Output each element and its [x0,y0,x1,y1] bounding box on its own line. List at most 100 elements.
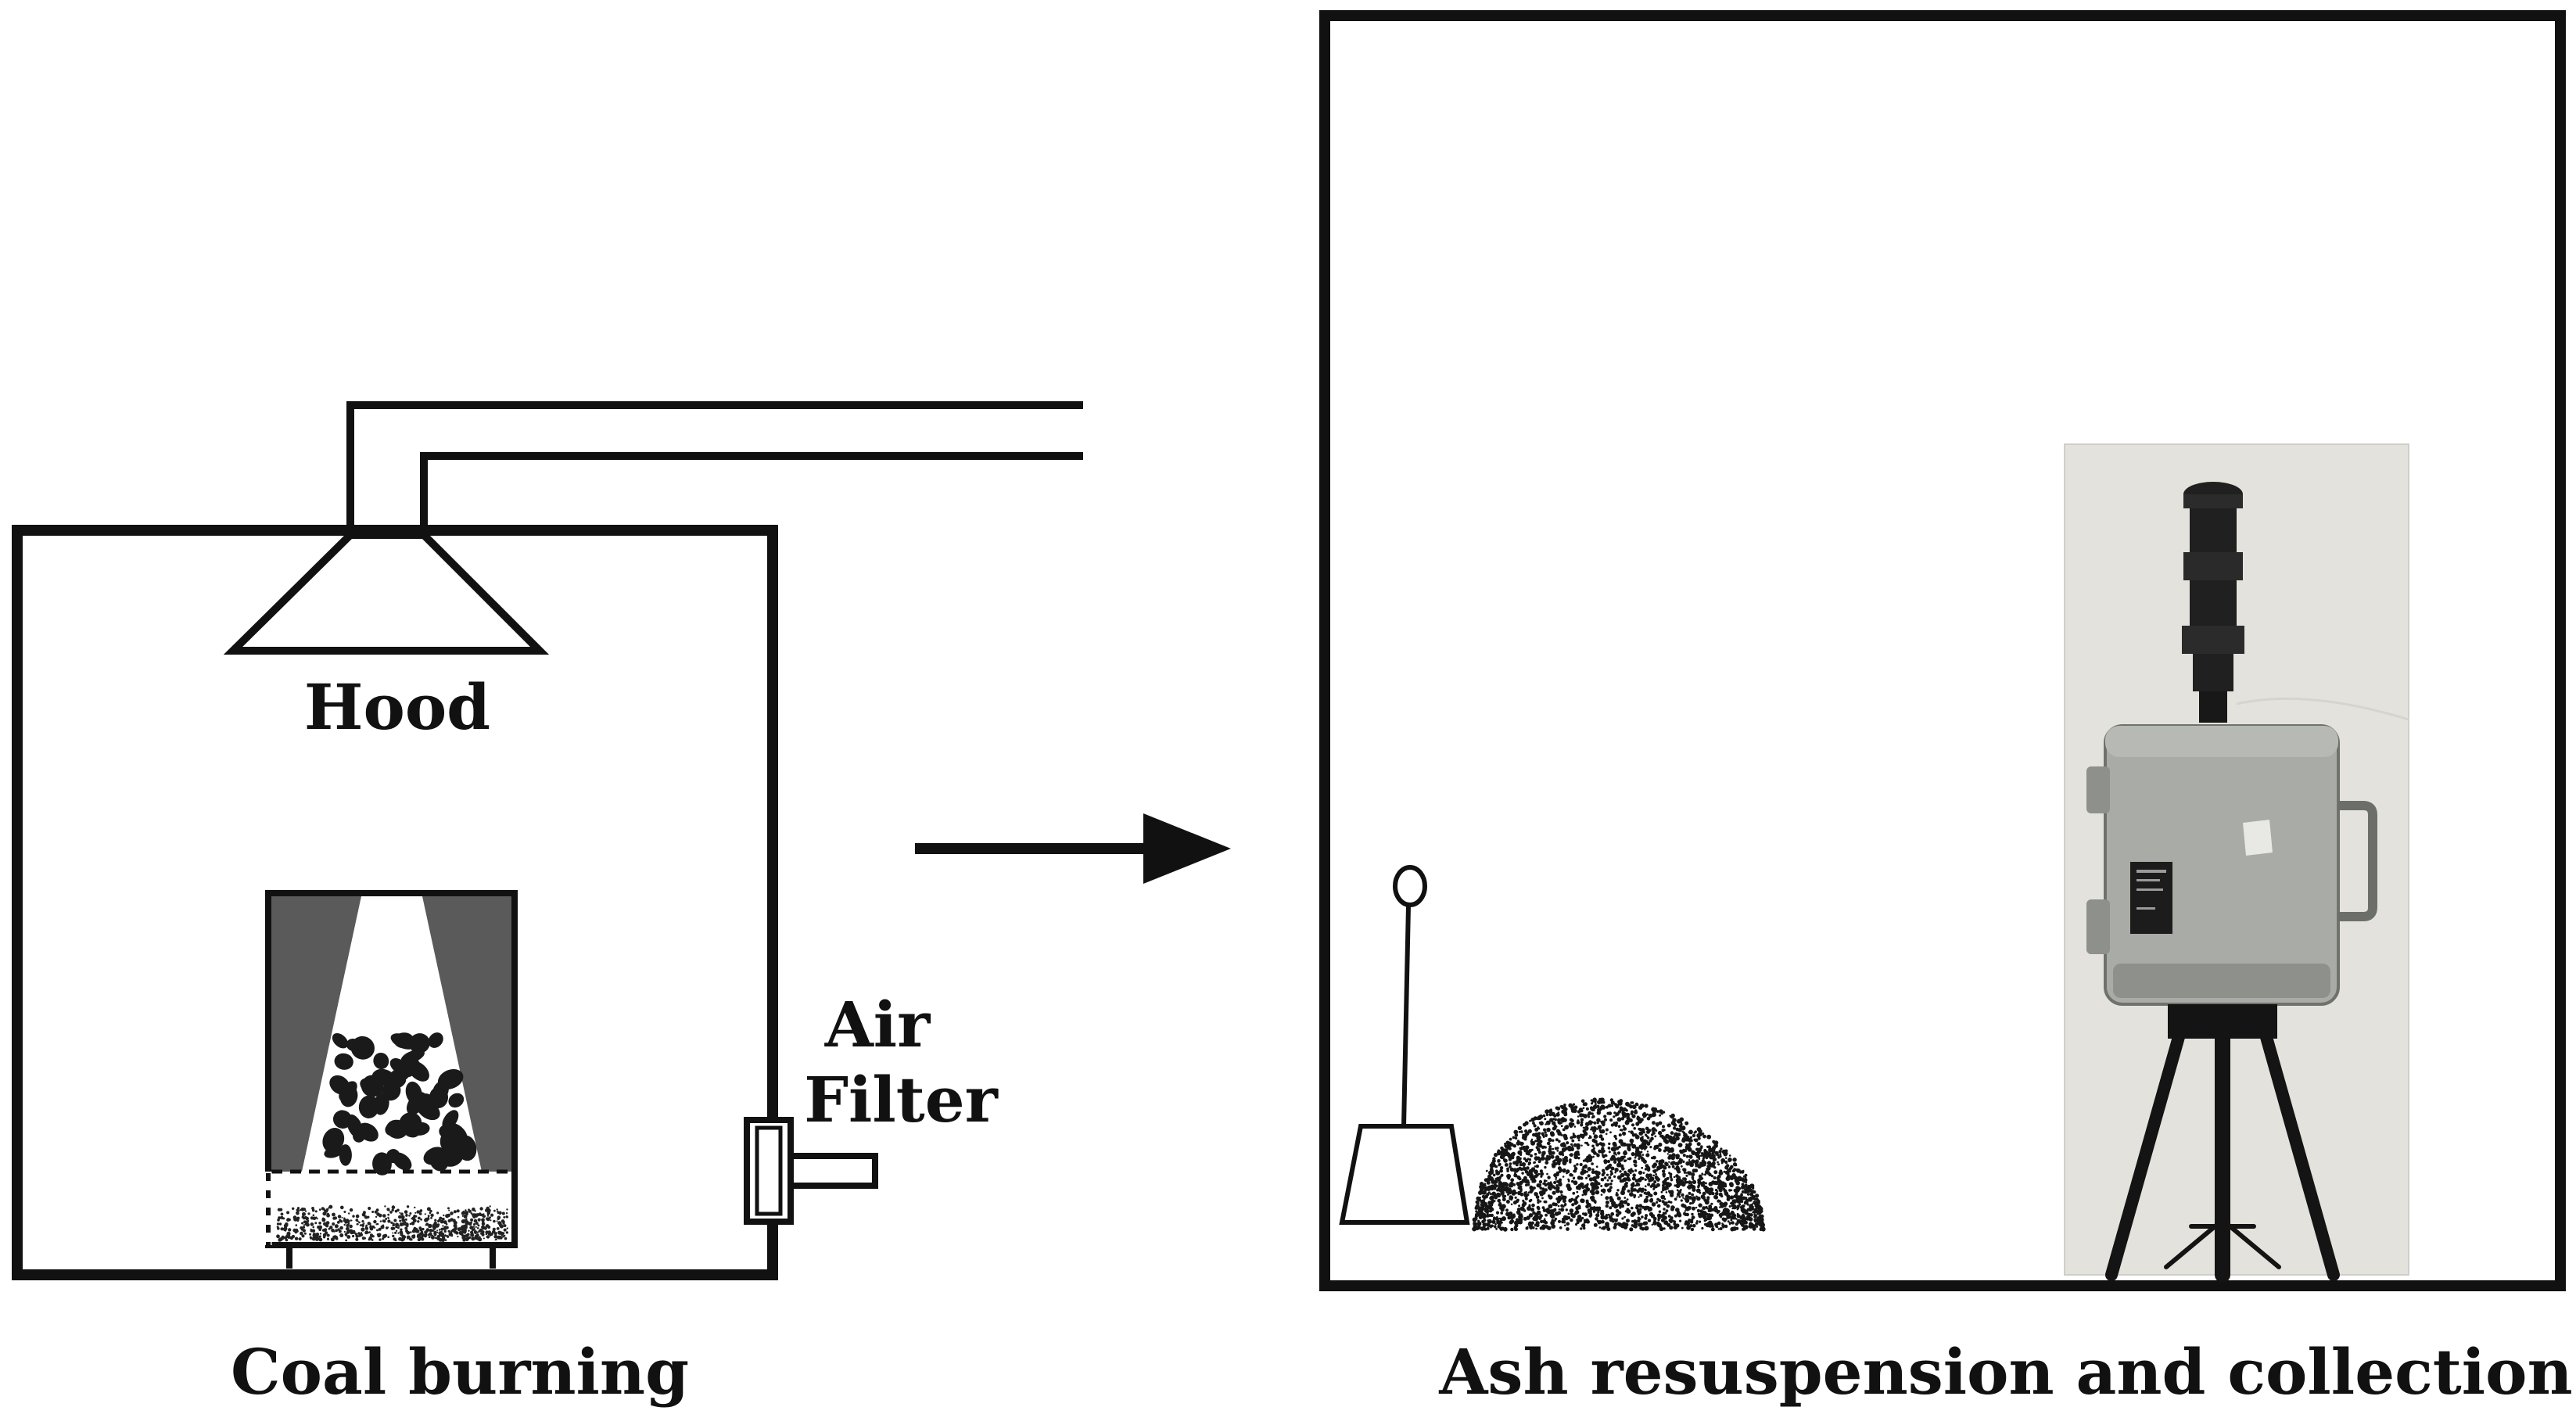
ash-speck [1613,1151,1616,1155]
ash-speck [1500,1204,1505,1209]
ash-speck [1597,1107,1602,1113]
ash-speck [1523,1209,1527,1212]
ash-speck [376,1229,379,1232]
ash-speck [1481,1194,1485,1199]
ash-speck [1619,1170,1622,1173]
ash-speck [1692,1179,1697,1184]
ash-speck [1692,1168,1696,1173]
ash-speck [1664,1161,1668,1166]
ash-speck [505,1212,508,1215]
ash-speck [1546,1172,1548,1176]
ash-speck [387,1213,390,1216]
ash-speck [1742,1186,1745,1190]
ash-speck [1516,1157,1521,1161]
ash-speck [1479,1197,1482,1199]
ash-speck [1658,1199,1662,1203]
ash-speck [1717,1163,1720,1166]
coal-lump [322,1128,345,1153]
ash-speck [280,1215,284,1219]
ash-speck [1700,1147,1703,1150]
ash-speck [1572,1132,1575,1136]
ash-speck [1721,1204,1724,1208]
ash-speck [1677,1193,1681,1197]
ash-speck [1656,1204,1661,1208]
coal-lump [382,1082,401,1101]
ash-speck [1536,1116,1541,1121]
ash-speck [1548,1204,1553,1209]
ash-speck [1535,1195,1540,1199]
ash-speck [1730,1210,1735,1215]
ash-speck [1513,1129,1519,1135]
ash-speck [1616,1157,1621,1161]
ash-speck [1486,1226,1490,1230]
ash-speck [1570,1218,1573,1222]
ash-speck [1661,1165,1666,1169]
ash-speck [1605,1132,1608,1136]
ash-speck [407,1230,409,1233]
ash-speck [1646,1113,1649,1116]
ash-speck [373,1219,377,1224]
ash-speck [1609,1182,1613,1186]
ash-speck [425,1222,429,1226]
ash-speck [340,1205,344,1210]
ash-speck [1614,1171,1616,1174]
ash-speck [1548,1155,1551,1158]
ash-speck [1735,1222,1738,1226]
ash-speck [1634,1109,1638,1112]
ash-speck [393,1237,396,1241]
ash-speck [1681,1226,1684,1229]
ash-speck [1720,1161,1724,1165]
ash-speck [502,1235,504,1238]
ash-speck [1706,1165,1710,1168]
ash-speck [1566,1141,1570,1145]
ash-speck [465,1218,468,1220]
ash-speck [1562,1118,1567,1122]
ash-speck [1596,1118,1601,1123]
ash-speck [1491,1184,1494,1188]
ash-speck [363,1222,365,1225]
ash-speck [1606,1159,1611,1164]
ash-speck [1516,1182,1520,1186]
ash-speck [1667,1182,1671,1187]
ash-speck [1670,1177,1673,1180]
ash-speck [1616,1189,1620,1192]
ash-speck [1625,1112,1631,1118]
ash-speck [1580,1227,1583,1230]
ash-speck [1510,1227,1514,1232]
ash-speck [1646,1191,1651,1195]
ash-speck [315,1233,320,1237]
ash-speck [1621,1167,1625,1171]
ash-speck [1582,1129,1587,1133]
ash-speck [1649,1146,1652,1149]
ash-speck [1691,1193,1695,1197]
ash-speck [1592,1097,1597,1102]
ash-speck [1706,1196,1710,1200]
ash-speck [1656,1165,1661,1171]
ash-speck [1532,1132,1536,1137]
ash-speck [1506,1143,1512,1148]
ash-speck [1760,1219,1764,1223]
ash-speck [1527,1191,1530,1194]
ash-speck [1576,1121,1580,1125]
ash-speck [1626,1198,1629,1201]
ash-speck [492,1227,496,1231]
ash-speck [1616,1196,1621,1201]
ash-speck [1566,1227,1570,1231]
ash-speck [1721,1149,1727,1154]
ash-speck [1695,1159,1699,1164]
ash-speck [1625,1119,1630,1125]
ash-speck [1601,1172,1605,1177]
ash-speck [1602,1122,1606,1127]
ash-speck [1721,1217,1726,1222]
ash-speck [1696,1196,1701,1201]
ash-speck [1711,1208,1715,1212]
ash-speck [282,1237,284,1240]
ash-speck [483,1215,486,1219]
ash-speck [1631,1206,1634,1210]
ash-speck [1624,1184,1628,1188]
ash-speck [1686,1144,1691,1149]
ash-speck [1687,1185,1692,1190]
ash-speck [1476,1202,1480,1205]
ash-speck [325,1224,329,1228]
ash-speck [286,1218,290,1222]
